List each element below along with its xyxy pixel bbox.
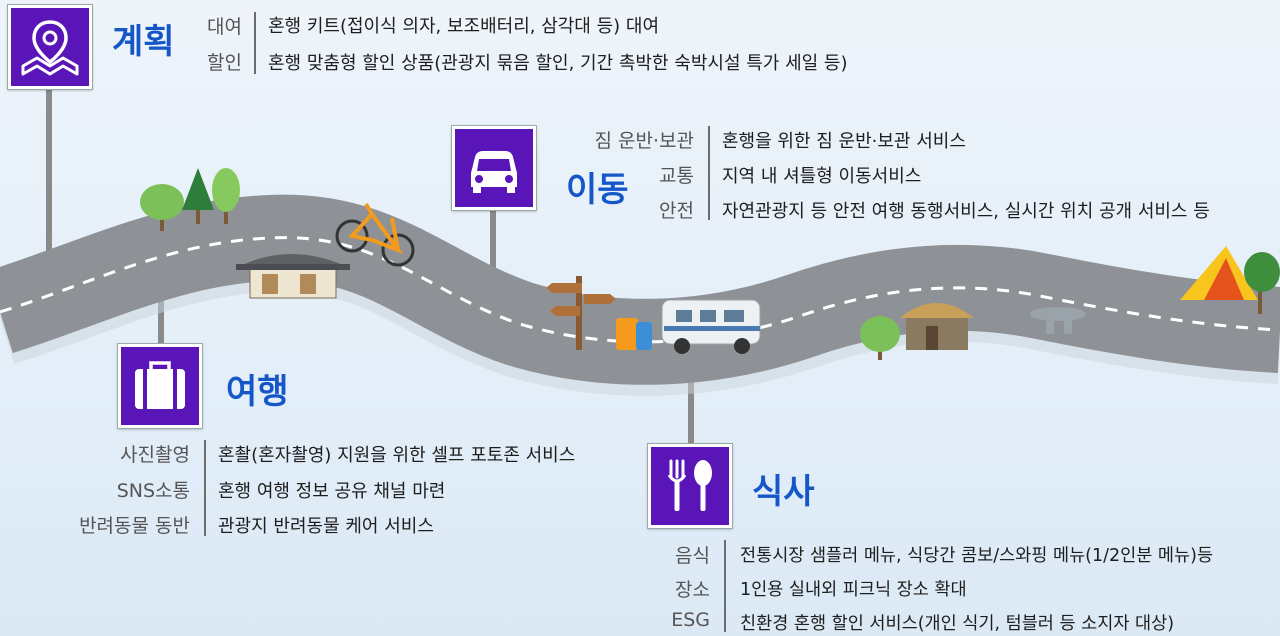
travel-title: 여행: [226, 372, 289, 412]
tent: [1180, 246, 1258, 300]
plan-title: 계획: [112, 22, 175, 62]
travel-divider: [204, 440, 206, 536]
plan-label-rental: 대여: [207, 16, 242, 38]
move-title: 이동: [566, 170, 629, 210]
suitcase-icon: [135, 361, 185, 409]
meal-label-esg: ESG: [671, 609, 710, 631]
move-desc-luggage: 혼행을 위한 짐 운반·보관 서비스: [722, 131, 966, 152]
meal-sign: [647, 443, 733, 529]
dolmen: [1030, 307, 1086, 334]
wooden-signpost: [546, 276, 616, 350]
map-pin-icon: [21, 20, 79, 76]
meal-title: 식사: [752, 472, 815, 512]
meal-label-food: 음식: [675, 545, 710, 567]
meal-sign-pole: [688, 360, 694, 448]
plan-divider: [254, 12, 256, 74]
move-divider: [708, 126, 710, 220]
move-sign: [451, 125, 537, 211]
move-label-safety: 안전: [659, 200, 694, 222]
camper-van: [661, 299, 761, 354]
meal-divider: [724, 540, 726, 632]
move-desc-transport: 지역 내 셔틀형 이동서비스: [722, 166, 922, 187]
move-desc-safety: 자연관광지 등 안전 여행 동행서비스, 실시간 위치 공개 서비스 등: [722, 201, 1210, 222]
move-sign-pole: [490, 210, 496, 320]
travel-desc-photo: 혼촬(혼자촬영) 지원을 위한 셀프 포토존 서비스: [218, 445, 576, 466]
tree-group-left: [140, 168, 240, 231]
tree-center: [860, 316, 900, 360]
fork-spoon-icon: [667, 459, 712, 511]
hanok-house: [236, 254, 350, 299]
luggage: [616, 318, 652, 350]
plan-label-discount: 할인: [207, 52, 242, 74]
thatched-hut: [900, 303, 974, 350]
travel-label-photo: 사진촬영: [120, 444, 190, 466]
travel-desc-pet: 관광지 반려동물 케어 서비스: [218, 516, 434, 537]
plan-desc-discount: 혼행 맞춤형 할인 상품(관광지 묶음 할인, 기간 촉박한 숙박시설 특가 세…: [268, 53, 848, 74]
meal-label-place: 장소: [675, 579, 710, 601]
meal-desc-food: 전통시장 샘플러 메뉴, 식당간 콤보/스와핑 메뉴(1/2인분 메뉴)등: [740, 546, 1214, 566]
car-icon: [471, 151, 517, 193]
plan-sign: [7, 4, 93, 90]
move-label-luggage: 짐 운반·보관: [594, 130, 694, 152]
meal-desc-esg: 친환경 혼행 할인 서비스(개인 식기, 텀블러 등 소지자 대상): [740, 614, 1175, 634]
travel-label-pet: 반려동물 동반: [79, 515, 190, 537]
travel-label-sns: SNS소통: [116, 480, 190, 502]
bicycle: [335, 202, 415, 267]
travel-desc-sns: 혼행 여행 정보 공유 채널 마련: [218, 481, 446, 502]
plan-desc-rental: 혼행 키트(접이식 의자, 보조배터리, 삼각대 등) 대여: [268, 16, 660, 37]
move-label-transport: 교통: [659, 165, 694, 187]
meal-desc-place: 1인용 실내외 피크닉 장소 확대: [740, 580, 967, 600]
tree-right: [1244, 252, 1280, 314]
plan-sign-pole: [46, 90, 52, 286]
travel-sign: [117, 343, 203, 429]
